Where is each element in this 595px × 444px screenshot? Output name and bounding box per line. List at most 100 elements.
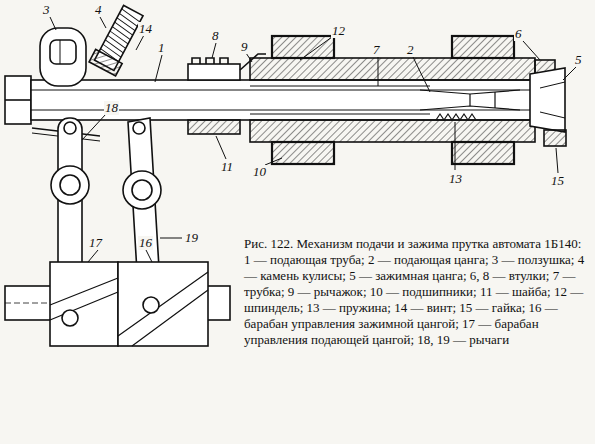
lever xyxy=(123,171,161,209)
control-drum xyxy=(50,278,118,320)
leader-line xyxy=(100,17,106,28)
callout-number: 19 xyxy=(184,231,199,245)
feed-collet xyxy=(470,92,495,108)
callout-number: 6 xyxy=(514,27,523,41)
control-drum xyxy=(118,272,208,346)
screw xyxy=(116,18,137,31)
spindle xyxy=(250,114,430,115)
control-drum xyxy=(118,262,208,346)
callout-number: 5 xyxy=(574,53,583,67)
bearing xyxy=(272,142,334,164)
callout-number: 16 xyxy=(138,236,153,250)
spindle xyxy=(250,58,535,80)
leader-line xyxy=(88,250,98,262)
callout-number: 10 xyxy=(252,165,267,179)
leader-line xyxy=(216,136,226,159)
control-drum xyxy=(62,310,78,326)
bushing xyxy=(188,64,240,80)
control-drum xyxy=(50,262,118,346)
screw xyxy=(109,31,130,44)
callout-number: 14 xyxy=(138,22,153,36)
control-drum xyxy=(5,262,230,346)
feed-collet xyxy=(420,90,520,120)
bushing xyxy=(192,58,228,64)
feed-tube xyxy=(5,76,31,124)
callout-number: 2 xyxy=(406,43,415,57)
lever xyxy=(64,122,76,134)
screw xyxy=(99,9,141,62)
callout-number: 13 xyxy=(448,172,463,186)
slider xyxy=(40,28,86,86)
callout-number: 12 xyxy=(331,24,346,38)
leader-line xyxy=(136,35,144,50)
spindle xyxy=(250,120,535,142)
screw xyxy=(118,13,139,26)
control-drum xyxy=(143,297,159,313)
lever xyxy=(133,122,145,134)
callout-number: 9 xyxy=(240,40,249,54)
leader-line xyxy=(265,158,282,165)
leader-line xyxy=(50,17,576,262)
lever xyxy=(132,180,152,200)
slider xyxy=(60,40,61,64)
screw xyxy=(102,44,123,57)
feed-collet xyxy=(420,90,520,110)
lever xyxy=(143,297,159,313)
leader-line xyxy=(50,17,56,30)
lever xyxy=(51,166,89,204)
feed-tube xyxy=(31,90,540,91)
leader-line xyxy=(413,57,430,92)
callout-number: 15 xyxy=(550,174,565,188)
bearing xyxy=(272,36,334,58)
bushing xyxy=(188,120,240,134)
control-drum xyxy=(5,303,50,304)
feed-tube xyxy=(5,99,31,101)
screw xyxy=(89,4,146,76)
bearing xyxy=(452,36,514,58)
leader-line xyxy=(300,37,332,60)
spindle xyxy=(250,86,430,87)
leader-line xyxy=(455,122,456,170)
collet-nose xyxy=(530,68,565,132)
feed-tube xyxy=(31,80,543,120)
callout-number: 11 xyxy=(220,160,234,174)
slider xyxy=(32,28,100,141)
leader-line xyxy=(378,57,379,86)
leader-line xyxy=(155,55,162,82)
bearing xyxy=(452,142,514,164)
feed-tube xyxy=(5,76,543,124)
callout-number: 3 xyxy=(42,3,51,17)
collet-nose xyxy=(530,60,566,146)
float-spacer xyxy=(8,236,244,404)
collet-nose xyxy=(544,130,566,146)
leader-line xyxy=(523,41,540,60)
screw xyxy=(99,49,120,62)
lever xyxy=(62,310,78,326)
leader-line xyxy=(146,250,152,262)
screw xyxy=(113,22,134,35)
caption-area: Рис. 122. Механизм подачи и зажима прутк… xyxy=(8,236,588,404)
screw xyxy=(89,49,122,75)
screw xyxy=(104,40,125,53)
screw xyxy=(106,35,127,48)
leader-line xyxy=(82,114,106,140)
bearing xyxy=(272,36,514,164)
collet-nose xyxy=(540,82,565,118)
leader-line xyxy=(563,67,576,80)
callout-number: 4 xyxy=(94,3,103,17)
lever xyxy=(60,175,80,195)
callout-number: 1 xyxy=(157,41,166,55)
leader-line xyxy=(212,43,216,58)
spindle xyxy=(250,58,535,142)
screw xyxy=(111,27,132,40)
leader-line xyxy=(556,148,558,173)
leader-line xyxy=(160,238,182,239)
figure-caption: 1 — подающая труба; 2 — подающая цанга; … xyxy=(8,252,588,348)
callout-number: 8 xyxy=(211,29,220,43)
slider xyxy=(50,40,76,64)
leader-line xyxy=(246,53,252,62)
callout-number: 17 xyxy=(88,236,103,250)
feed-collet xyxy=(436,114,476,120)
callout-number: 18 xyxy=(104,101,119,115)
